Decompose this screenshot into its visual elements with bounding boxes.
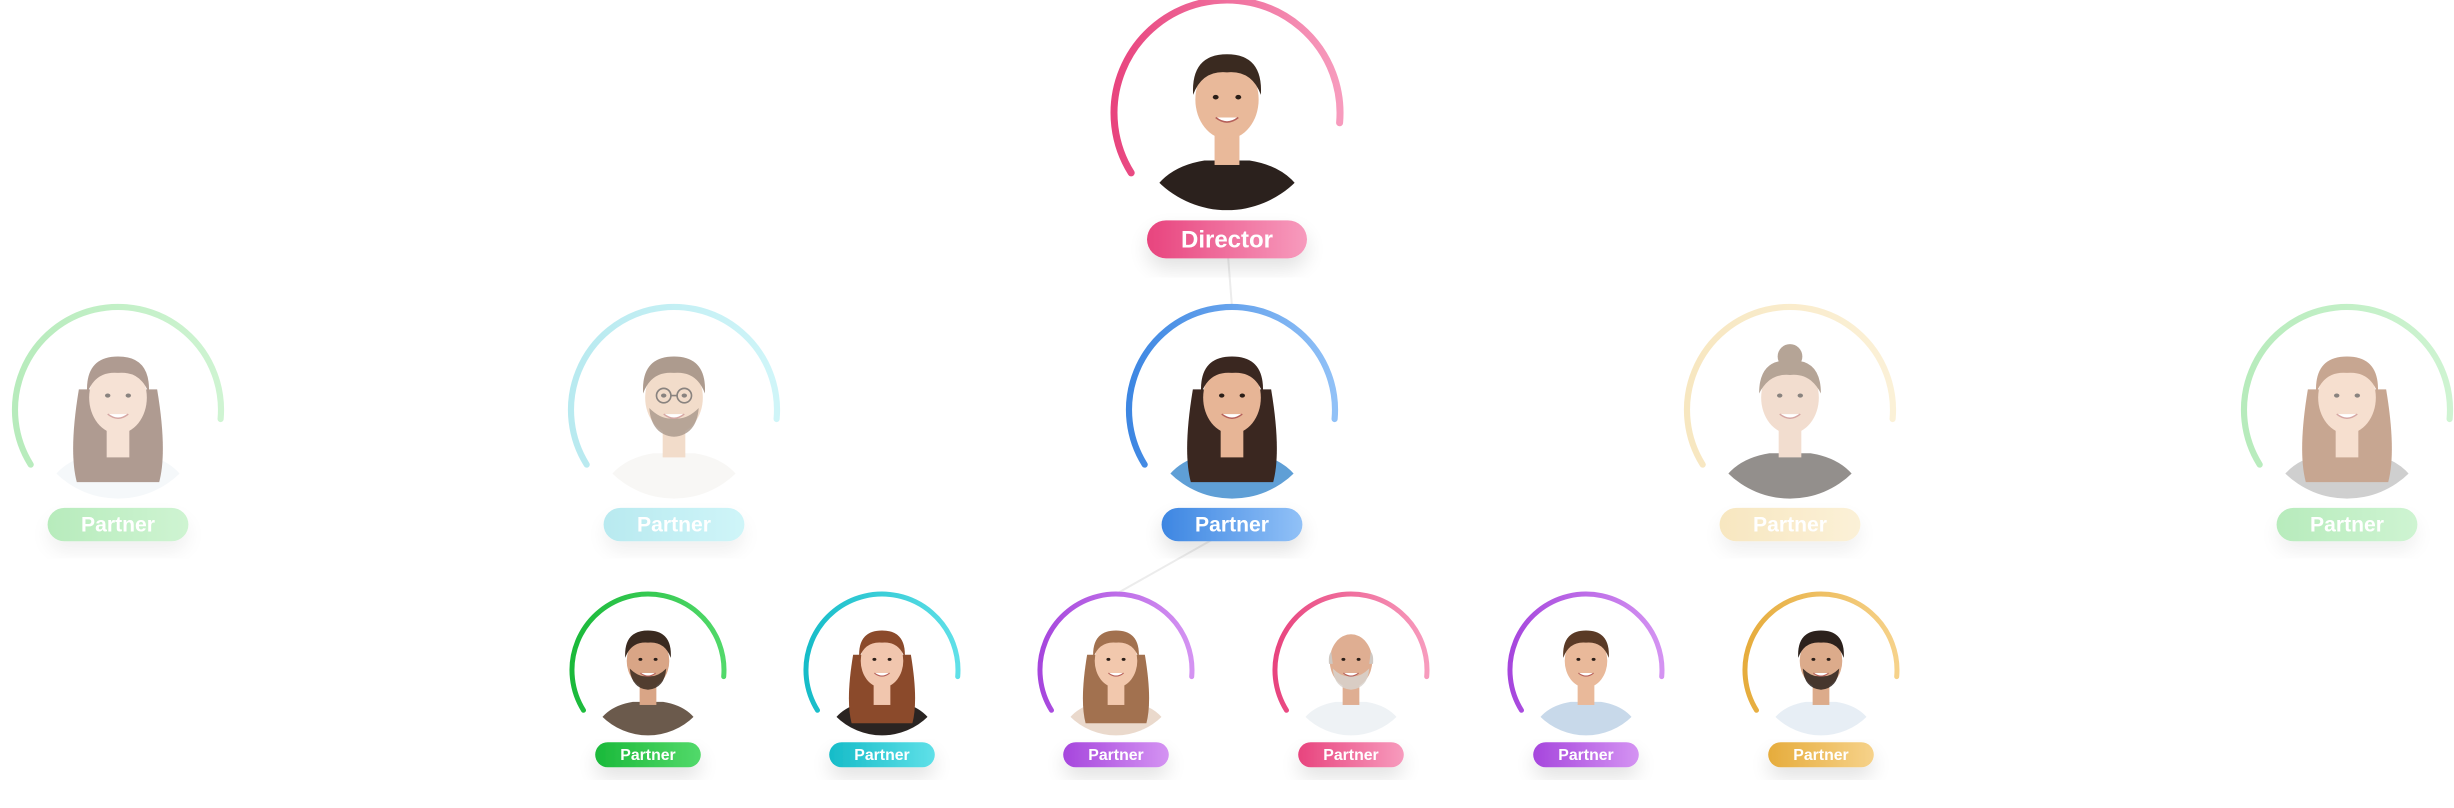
avatar — [1142, 54, 1312, 211]
avatar — [1294, 634, 1408, 736]
role-label: Partner — [1753, 514, 1827, 537]
avatar — [1154, 356, 1310, 499]
role-badge — [1161, 507, 1303, 542]
role-label: Partner — [1323, 747, 1378, 764]
org-node-director[interactable]: Director — [1110, 0, 1344, 259]
org-node-c3[interactable]: Partner — [1037, 591, 1195, 768]
org-node-p2[interactable]: Partner — [567, 303, 781, 542]
org-node-p1[interactable]: Partner — [11, 303, 225, 542]
role-label: Director — [1181, 226, 1273, 253]
role-badge — [1298, 742, 1404, 768]
role-label: Partner — [1195, 514, 1269, 537]
org-node-c5[interactable]: Partner — [1507, 591, 1665, 768]
role-label: Partner — [637, 514, 711, 537]
avatar — [1764, 630, 1878, 736]
progress-ring — [1110, 0, 1344, 177]
role-badge — [829, 742, 935, 768]
role-badge — [1768, 742, 1874, 768]
org-node-p4[interactable]: Partner — [1683, 303, 1897, 542]
role-label: Partner — [1793, 747, 1848, 764]
progress-ring — [567, 303, 781, 468]
progress-ring — [1037, 591, 1195, 713]
org-node-p5[interactable]: Partner — [2240, 303, 2454, 542]
progress-ring — [1742, 591, 1900, 713]
avatar — [596, 356, 752, 499]
role-label: Partner — [81, 514, 155, 537]
progress-ring — [1272, 591, 1430, 713]
avatar — [2269, 356, 2425, 499]
role-label: Partner — [1088, 747, 1143, 764]
role-badge — [1533, 742, 1639, 768]
avatar — [591, 630, 705, 736]
progress-ring — [1125, 303, 1339, 468]
role-badge — [1147, 220, 1307, 259]
role-label: Partner — [620, 747, 675, 764]
role-badge — [47, 507, 189, 542]
org-node-c4[interactable]: Partner — [1272, 591, 1430, 768]
avatar — [40, 356, 196, 499]
role-label: Partner — [854, 747, 909, 764]
progress-ring — [1683, 303, 1897, 468]
org-node-c6[interactable]: Partner — [1742, 591, 1900, 768]
avatar — [1712, 344, 1868, 499]
avatar — [1529, 630, 1643, 736]
org-node-c1[interactable]: Partner — [569, 591, 727, 768]
progress-ring — [569, 591, 727, 713]
org-node-p3[interactable]: Partner — [1125, 303, 1339, 542]
role-badge — [603, 507, 745, 542]
progress-ring — [1507, 591, 1665, 713]
progress-ring — [11, 303, 225, 468]
role-badge — [1063, 742, 1169, 768]
role-badge — [1719, 507, 1861, 542]
role-badge — [595, 742, 701, 768]
avatar — [825, 630, 939, 736]
progress-ring — [803, 591, 961, 713]
role-label: Partner — [2310, 514, 2384, 537]
avatar — [1059, 630, 1173, 736]
progress-ring — [2240, 303, 2454, 468]
role-label: Partner — [1558, 747, 1613, 764]
role-badge — [2276, 507, 2418, 542]
org-node-c2[interactable]: Partner — [803, 591, 961, 768]
